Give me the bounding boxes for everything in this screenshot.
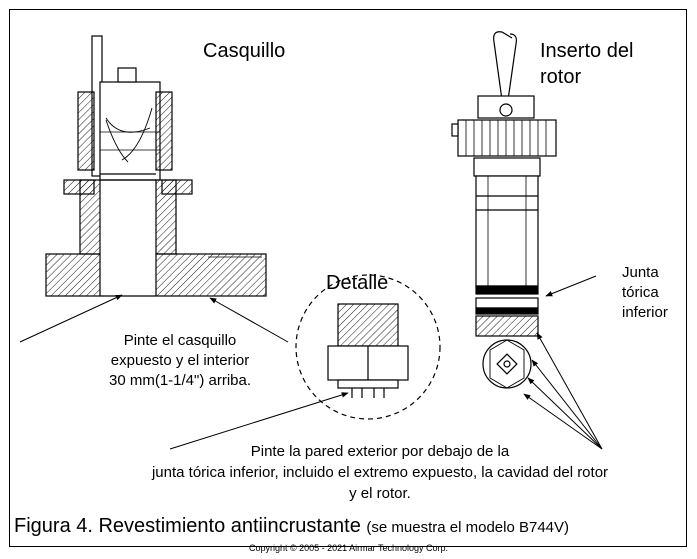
figure-frame: [9, 9, 687, 547]
rotor-insert-drawing: [451, 31, 557, 389]
paint-housing-note-line1: Pinte el casquillo: [123, 332, 237, 349]
housing-label: Casquillo: [203, 40, 286, 62]
paint-housing-note-line2: expuesto y el interior: [110, 352, 250, 369]
paint-wall-note-line2: junta tórica inferior, incluido el extre…: [151, 464, 609, 481]
figure-caption: Figura 4. Revestimiento antiincrustante …: [14, 515, 569, 538]
figure-caption-sub: (se muestra el modelo B744V): [366, 519, 570, 536]
lower-o-ring-label-line1: Junta: [622, 264, 659, 281]
lower-o-ring-label-line2: tórica: [622, 284, 659, 301]
rotor-insert-label-line1: Inserto del: [540, 40, 634, 62]
housing-drawing: [45, 35, 267, 297]
lower-o-ring-label-line3: inferior: [622, 304, 668, 321]
paint-housing-note-line3: 30 mm(1-1/4") arriba.: [108, 372, 252, 389]
copyright-notice: Copyright © 2005 - 2021 Airmar Technolog…: [248, 543, 449, 553]
detail-label: Detalle: [326, 272, 389, 294]
leader-lines: [19, 275, 603, 450]
detail-drawing: [295, 274, 441, 420]
rotor-insert-label-line2: rotor: [540, 66, 582, 88]
paint-wall-note-line3: y el rotor.: [349, 485, 411, 502]
paint-wall-note-line1: Pinte la pared exterior por debajo de la: [250, 443, 510, 460]
figure-caption-main: Figura 4. Revestimiento antiincrustante: [14, 515, 361, 537]
